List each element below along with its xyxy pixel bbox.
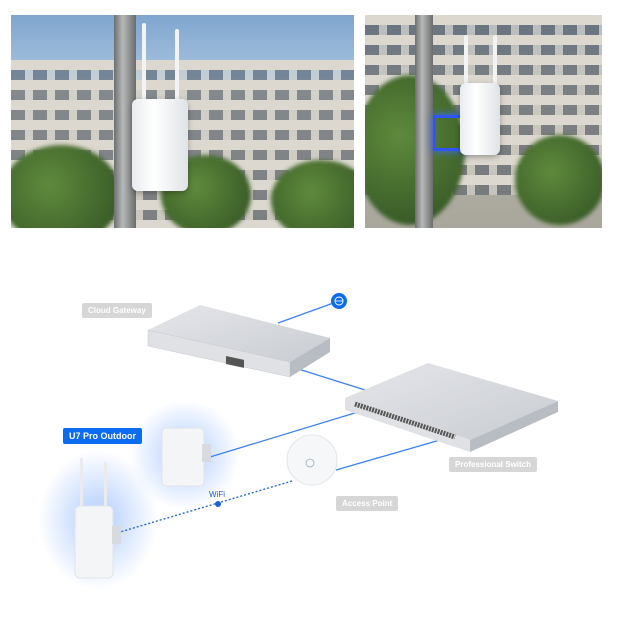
antenna (493, 35, 497, 85)
antenna (175, 29, 179, 103)
wifi-icon (215, 501, 221, 507)
link-internet-gateway (277, 300, 340, 324)
photo-pole-mount-side (365, 15, 602, 228)
wifi-link (119, 480, 293, 533)
cloud-gateway-device (148, 305, 330, 362)
antenna (80, 458, 83, 508)
professional-switch-label: Professional Switch (449, 457, 538, 472)
mount-bracket (112, 526, 121, 544)
tree (515, 135, 602, 225)
link-gateway-switch (291, 366, 366, 391)
switch-side (470, 401, 558, 452)
switch-ports (354, 401, 456, 440)
tree (11, 145, 121, 228)
tree (271, 160, 354, 228)
antenna (464, 35, 468, 85)
gateway-ports (226, 356, 244, 368)
cloud-gateway-label: Cloud Gateway (82, 303, 152, 318)
link-switch-access-point (335, 439, 441, 471)
u7-pro-outdoor-label: U7 Pro Outdoor (63, 428, 142, 444)
antenna (142, 23, 146, 103)
u7-pro-outdoor-panel (161, 427, 205, 487)
photo-pole-mount-front (11, 15, 354, 228)
wifi-label: WiFi (209, 490, 225, 499)
pole (114, 15, 136, 228)
cloud-gateway-side (290, 338, 330, 377)
u7-pro-outdoor-device (74, 505, 114, 579)
u7-pro-outdoor-device (132, 99, 188, 191)
access-point-device (286, 434, 338, 486)
pole (415, 15, 433, 228)
antenna (104, 462, 107, 508)
professional-switch-device (345, 363, 558, 440)
u7-pro-outdoor-device (460, 83, 500, 155)
mount-bracket (202, 444, 211, 462)
link-switch-outdoor-ap (209, 411, 359, 458)
access-point-label: Access Point (336, 496, 399, 511)
access-point-logo (305, 458, 315, 468)
